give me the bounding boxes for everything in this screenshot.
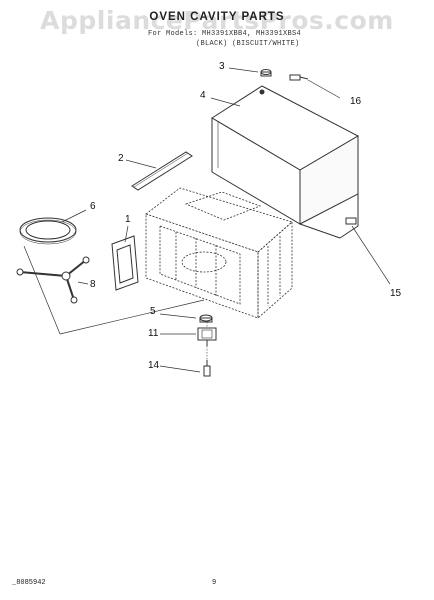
page-number: 9 xyxy=(212,579,217,587)
model-line: For Models: MH3391XBB4, MH3391XBS4 xyxy=(148,30,302,38)
oven-cavity xyxy=(145,187,293,319)
part-11-motor xyxy=(197,327,217,346)
document-code: _8085942 xyxy=(12,579,46,587)
callout-14: 14 xyxy=(148,360,160,371)
callout-4: 4 xyxy=(200,90,206,101)
part-5-coupler xyxy=(199,314,213,323)
part-8-roller-support xyxy=(16,256,90,304)
callout-1: 1 xyxy=(125,214,131,225)
callout-2: 2 xyxy=(118,153,124,164)
part-15-screw xyxy=(345,217,357,225)
callout-16: 16 xyxy=(350,96,362,107)
callout-5: 5 xyxy=(150,306,156,317)
color-line: (BLACK) (BISCUIT/WHITE) xyxy=(196,40,300,48)
cabinet-wrapper xyxy=(211,85,360,239)
callout-8: 8 xyxy=(90,279,96,290)
watermark: AppliancePartsPros.com xyxy=(40,6,394,35)
callout-11: 11 xyxy=(148,328,159,339)
part-1-cover xyxy=(111,235,139,291)
page-title: OVEN CAVITY PARTS xyxy=(149,11,285,23)
callout-6: 6 xyxy=(90,201,96,212)
part-16-screw xyxy=(289,74,309,81)
part-2-bar xyxy=(131,151,193,191)
part-14-screw xyxy=(203,360,211,377)
callout-3: 3 xyxy=(219,61,225,72)
part-3-cap xyxy=(260,69,272,77)
part-6-tray xyxy=(19,217,77,245)
callout-15: 15 xyxy=(390,288,402,299)
